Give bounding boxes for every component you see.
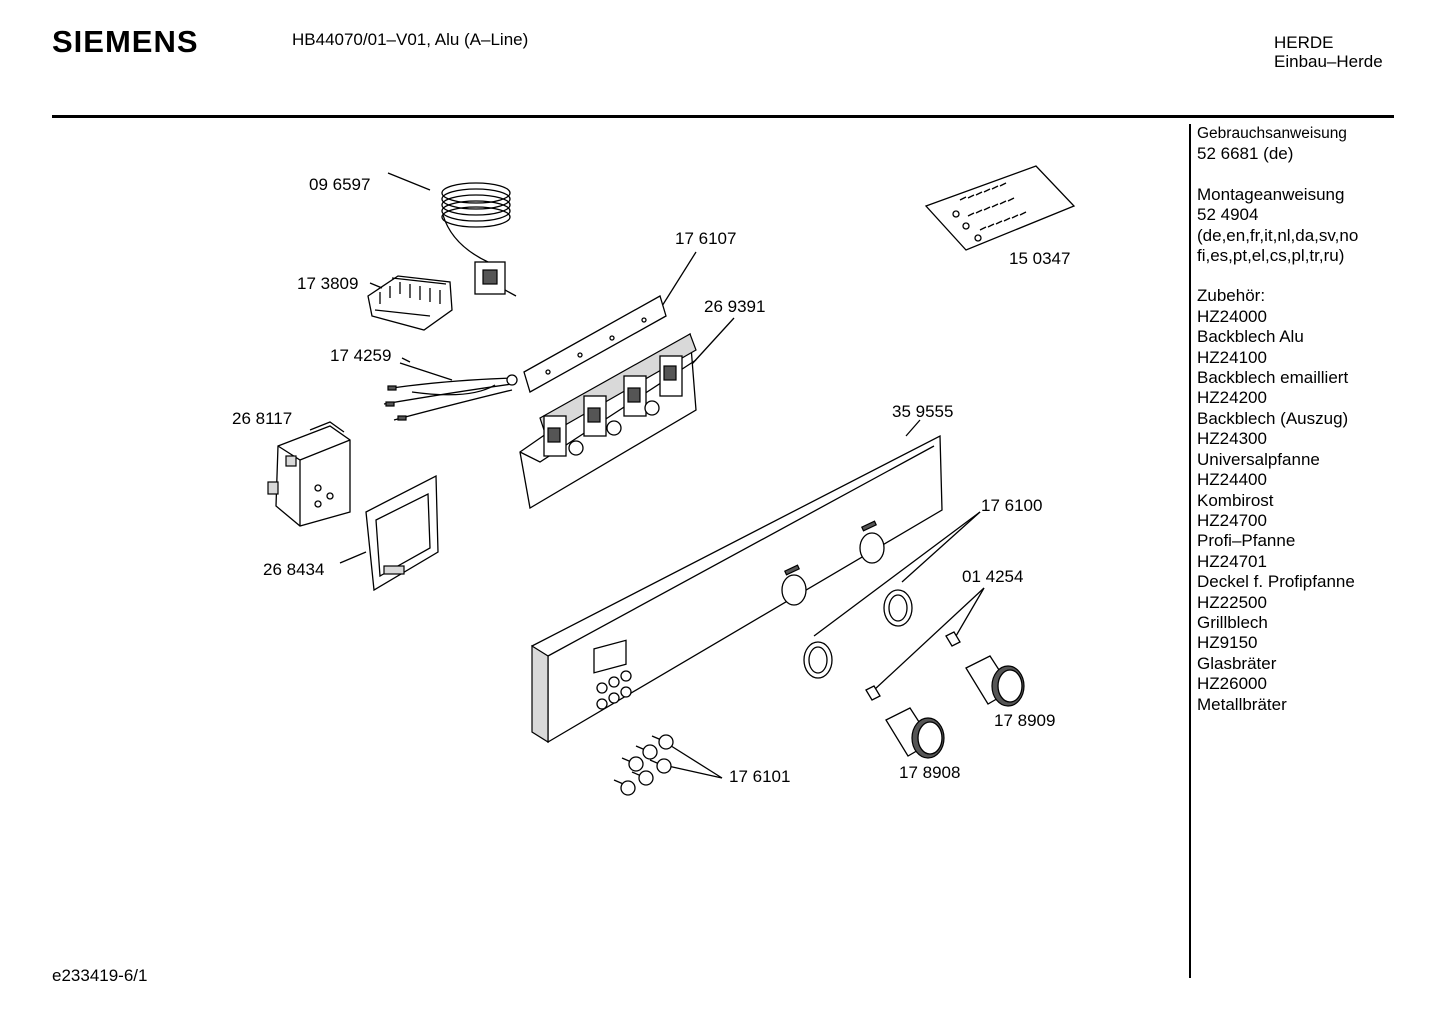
accessory-code: HZ24701 [1197,551,1267,571]
accessory-name: Profi–Pfanne [1197,531,1296,551]
part-push-button[interactable] [613,734,723,796]
category-block: HERDE Einbau–Herde [1274,33,1383,71]
part-number-label: 09 6597 [309,175,370,194]
part-thermostat[interactable] [387,172,517,297]
accessory-name: Deckel f. Profipfanne [1197,572,1355,592]
assembly-number: 52 4904 [1197,205,1259,225]
assembly-label: Montageanweisung [1197,184,1345,204]
part-number-label: 01 4254 [962,567,1023,586]
brand-logo: SIEMENS [52,24,199,59]
part-knob-ring[interactable] [803,511,981,679]
accessory-name: Backblech Alu [1197,327,1304,347]
part-switch-carrier[interactable] [519,317,735,510]
accessory-name: Backblech (Auszug) [1197,408,1349,428]
part-knob-right[interactable] [965,655,1025,707]
part-frame[interactable] [339,474,439,592]
part-number-label: 17 4259 [330,346,391,365]
part-number-label: 15 0347 [1009,249,1070,268]
accessory-name: Metallbräter [1197,694,1287,714]
exploded-parts-diagram: 09 6597 17 3809 17 4259 26 8117 26 8434 … [232,165,1076,796]
accessory-name: Universalpfanne [1197,449,1320,469]
accessory-code: HZ24200 [1197,388,1267,408]
part-number-label: 17 6107 [675,229,736,248]
part-bracket-strip[interactable] [523,251,697,393]
part-number-label: 26 8117 [232,409,292,428]
part-number-label: 17 8908 [899,763,960,782]
assembly-languages: (de,en,fr,it,nl,da,sv,no [1197,225,1359,245]
part-knob-left[interactable] [885,707,945,759]
accessory-code: HZ24100 [1197,347,1267,367]
part-switch-housing[interactable] [267,421,351,527]
part-number-label: 17 3809 [297,274,358,293]
part-number-label: 26 9391 [704,297,765,316]
accessory-code: HZ9150 [1197,633,1258,653]
part-clip[interactable] [865,587,985,701]
header-divider [52,115,1394,118]
accessory-name: Grillblech [1197,612,1268,632]
model-title: HB44070/01–V01, Alu (A–Line) [292,30,529,49]
part-wire-harness[interactable] [383,362,518,421]
accessories-label: Zubehör: [1197,286,1266,306]
assembly-languages: fi,es,pt,el,cs,pl,tr,ru) [1197,246,1345,266]
accessory-code: HZ24300 [1197,429,1267,449]
accessory-name: Glasbräter [1197,653,1277,673]
part-number-label: 17 8909 [994,711,1055,730]
part-screw-bag[interactable] [924,165,1076,251]
manual-label: Gebrauchsanweisung [1197,125,1347,142]
accessory-code: HZ24000 [1197,306,1267,326]
accessory-code: HZ22500 [1197,592,1267,612]
part-number-label: 35 9555 [892,402,953,421]
part-number-label: 17 6101 [729,767,790,786]
subcategory-label: Einbau–Herde [1274,52,1383,71]
manual-number: 52 6681 (de) [1197,144,1294,164]
accessory-code: HZ26000 [1197,674,1267,694]
accessory-code: HZ24700 [1197,510,1267,530]
drawing-id: e233419-6/1 [52,966,148,985]
part-terminal-block[interactable] [367,275,453,331]
accessory-name: Kombirost [1197,490,1274,510]
part-number-label: 17 6100 [981,496,1042,515]
part-control-panel[interactable] [531,419,943,744]
part-number-label: 26 8434 [263,560,324,579]
sidebar-divider [1189,124,1191,978]
category-label: HERDE [1274,33,1334,52]
accessory-name: Backblech emailliert [1197,368,1349,388]
accessory-sidebar: Gebrauchsanweisung 52 6681 (de) Montagea… [1197,124,1358,715]
accessory-code: HZ24400 [1197,470,1267,490]
